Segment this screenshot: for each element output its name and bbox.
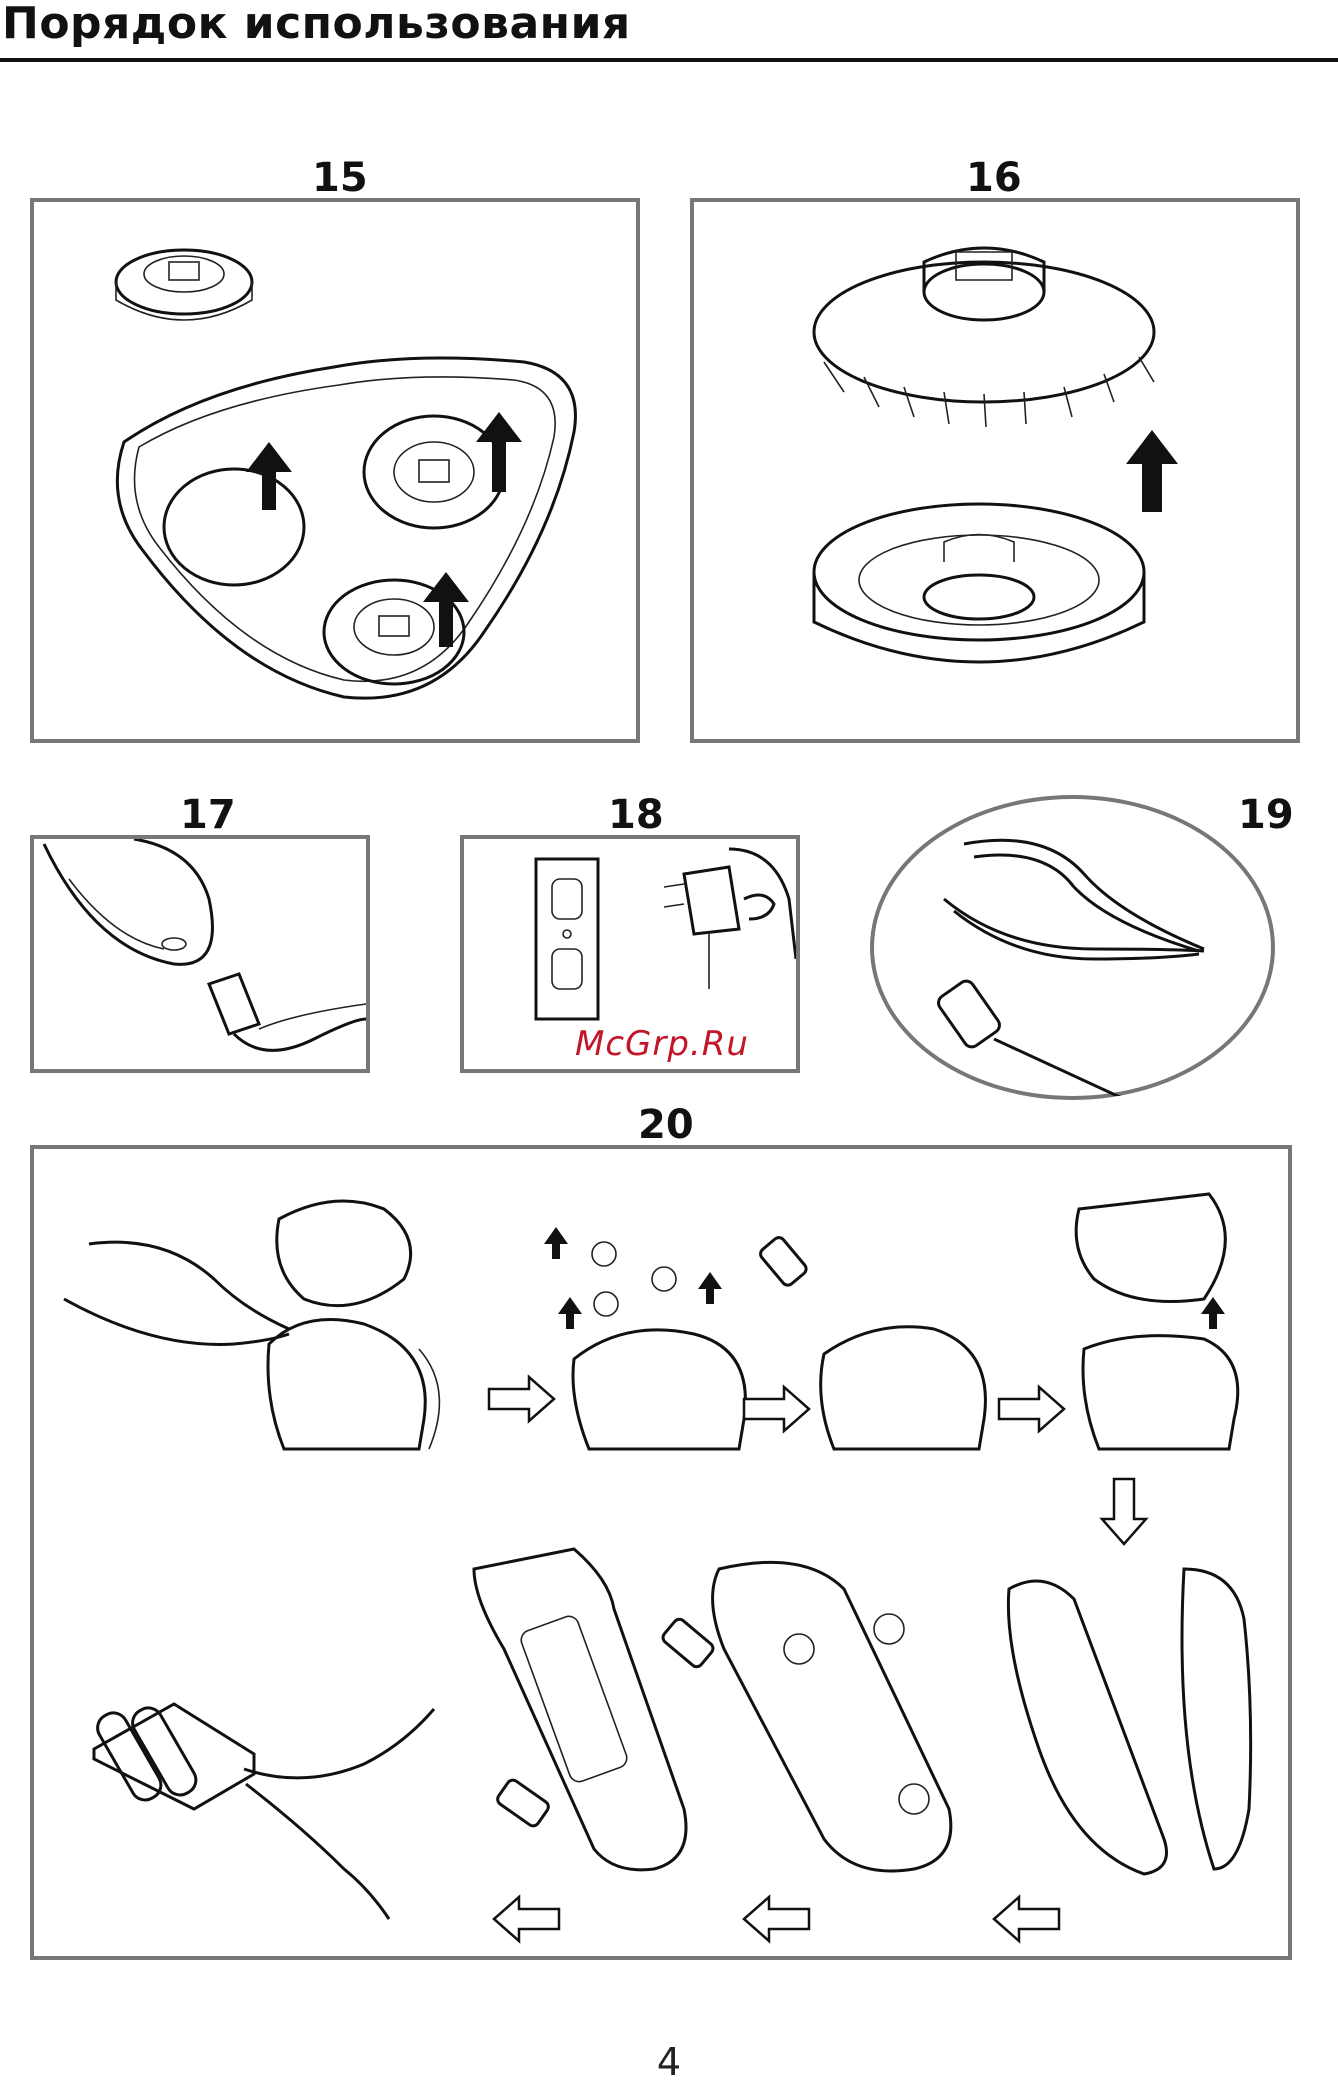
title-divider <box>0 58 1338 62</box>
cutter-and-guard-separation-icon <box>694 202 1296 739</box>
shaver-head-frame-with-cutters-icon <box>34 202 636 739</box>
figure-16-number: 16 <box>966 158 1022 198</box>
page-number: 4 <box>0 2040 1338 2084</box>
page-title: Порядок использования <box>2 2 631 46</box>
figure-20-box <box>30 1145 1292 1960</box>
figure-18-number: 18 <box>608 795 664 835</box>
figure-20-number: 20 <box>638 1105 694 1145</box>
figure-15-number: 15 <box>312 158 368 198</box>
battery-removal-steps-icon <box>34 1149 1288 1956</box>
figure-19-oval <box>870 795 1275 1100</box>
charging-plug-into-shaver-icon <box>34 839 366 1069</box>
figure-15-box <box>30 198 640 743</box>
figure-17-box <box>30 835 370 1073</box>
figure-16-box <box>690 198 1300 743</box>
pliers-and-screwdriver-icon <box>874 799 1271 1096</box>
figure-17-number: 17 <box>180 795 236 835</box>
watermark-text: McGrp.Ru <box>575 1024 749 1064</box>
